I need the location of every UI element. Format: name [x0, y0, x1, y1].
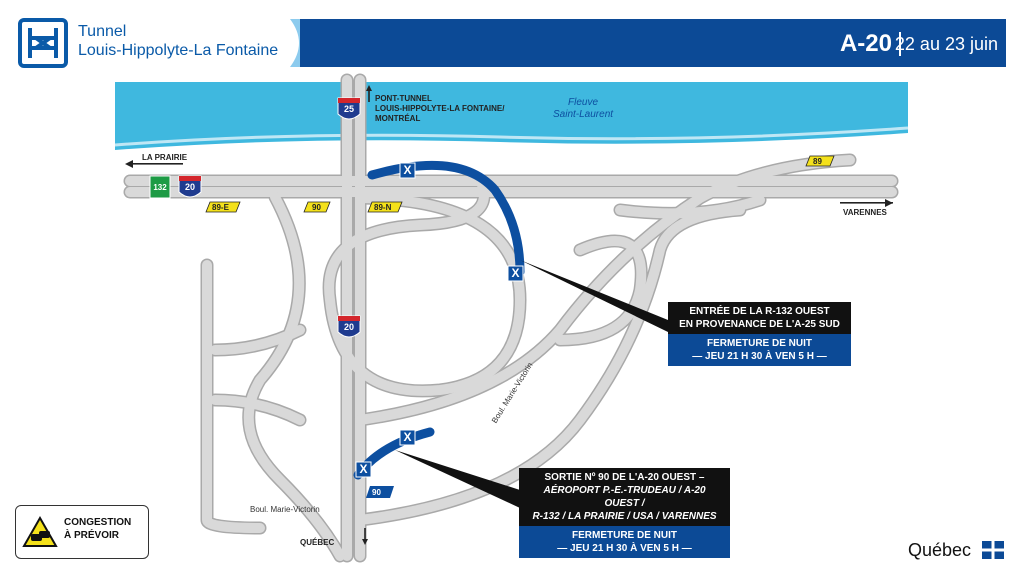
header-separator	[899, 32, 901, 56]
closure-markers	[355, 162, 524, 478]
congestion-warning: CONGESTION À PRÉVOIR	[15, 505, 149, 559]
route-label: A-20	[839, 30, 892, 57]
closure-x-icon: X	[359, 462, 368, 476]
closure-notice-2-details: AÉROPORT P.-E.-TRUDEAU / A-20 OUEST / R-…	[532, 485, 717, 522]
west-destination-label: LA PRAIRIE	[142, 153, 188, 162]
shield-a25-icon	[337, 97, 361, 120]
shield-a25-number: 25	[343, 104, 354, 114]
tunnel-logo-icon	[18, 18, 68, 68]
closure-notice-2-box: SORTIE Nº 90 DE L'A-20 OUEST – AÉROPORT …	[519, 468, 730, 526]
callout-pointer-1	[520, 260, 668, 332]
shield-a20-center-number: 20	[343, 322, 354, 332]
north-destination-label: PONT-TUNNEL LOUIS-HIPPOLYTE-LA FONTAINE/…	[375, 94, 505, 123]
callout-pointer-2	[395, 450, 520, 508]
exit-90-bottom-label: 90	[372, 488, 381, 497]
east-destination-label: VARENNES	[843, 208, 887, 217]
congestion-car-icon	[22, 516, 58, 547]
shield-a20-west-number: 20	[184, 182, 195, 192]
quebec-logo-text: Québec	[908, 540, 972, 560]
closure-x-icon: X	[403, 430, 412, 444]
shield-a20-west-icon	[178, 175, 202, 198]
river-label: Fleuve Saint-Laurent	[553, 97, 614, 120]
header-title: Tunnel Louis-Hippolyte-La Fontaine	[78, 22, 278, 60]
shield-r132-number: 132	[153, 183, 167, 192]
exit-signs-icon	[205, 155, 835, 213]
shield-a20-center-icon	[337, 315, 361, 338]
street-label-1: Boul. Marie-Victorin	[250, 505, 320, 514]
header-title-line2: Louis-Hippolyte-La Fontaine	[78, 42, 279, 59]
exit-89n-label: 89-N	[374, 203, 392, 212]
exit-90-label: 90	[312, 203, 321, 212]
exit-89-label: 89	[813, 157, 822, 166]
closure-notice-2-status: FERMETURE DE NUIT — JEU 21 H 30 À VEN 5 …	[519, 526, 730, 558]
header-bar	[300, 19, 1006, 67]
closure-notice-2-title: SORTIE Nº 90 DE L'A-20 OUEST –	[544, 472, 705, 483]
closure-notice-1-title: ENTRÉE DE LA R-132 OUEST EN PROVENANCE D…	[668, 302, 851, 334]
header-title-line1: Tunnel	[78, 23, 127, 40]
date-label: 22 au 23 juin	[894, 34, 998, 54]
closure-notice-1: ENTRÉE DE LA R-132 OUEST EN PROVENANCE D…	[668, 302, 851, 366]
closure-x-icon: X	[511, 266, 520, 280]
closure-notice-2: SORTIE Nº 90 DE L'A-20 OUEST – AÉROPORT …	[519, 468, 730, 558]
congestion-text: CONGESTION À PRÉVOIR	[64, 517, 132, 541]
closure-x-icon: X	[403, 163, 412, 177]
river-shape	[115, 82, 908, 150]
exit-89e-label: 89-E	[212, 203, 229, 212]
exit-90-bottom-sign	[366, 486, 394, 498]
closed-ramp-north	[367, 160, 525, 277]
quebec-flag-icon	[982, 541, 1004, 559]
shield-r132-icon	[149, 175, 171, 199]
closure-notice-1-status: FERMETURE DE NUIT — JEU 21 H 30 À VEN 5 …	[668, 334, 851, 366]
south-destination-label: QUÉBEC	[300, 538, 335, 547]
